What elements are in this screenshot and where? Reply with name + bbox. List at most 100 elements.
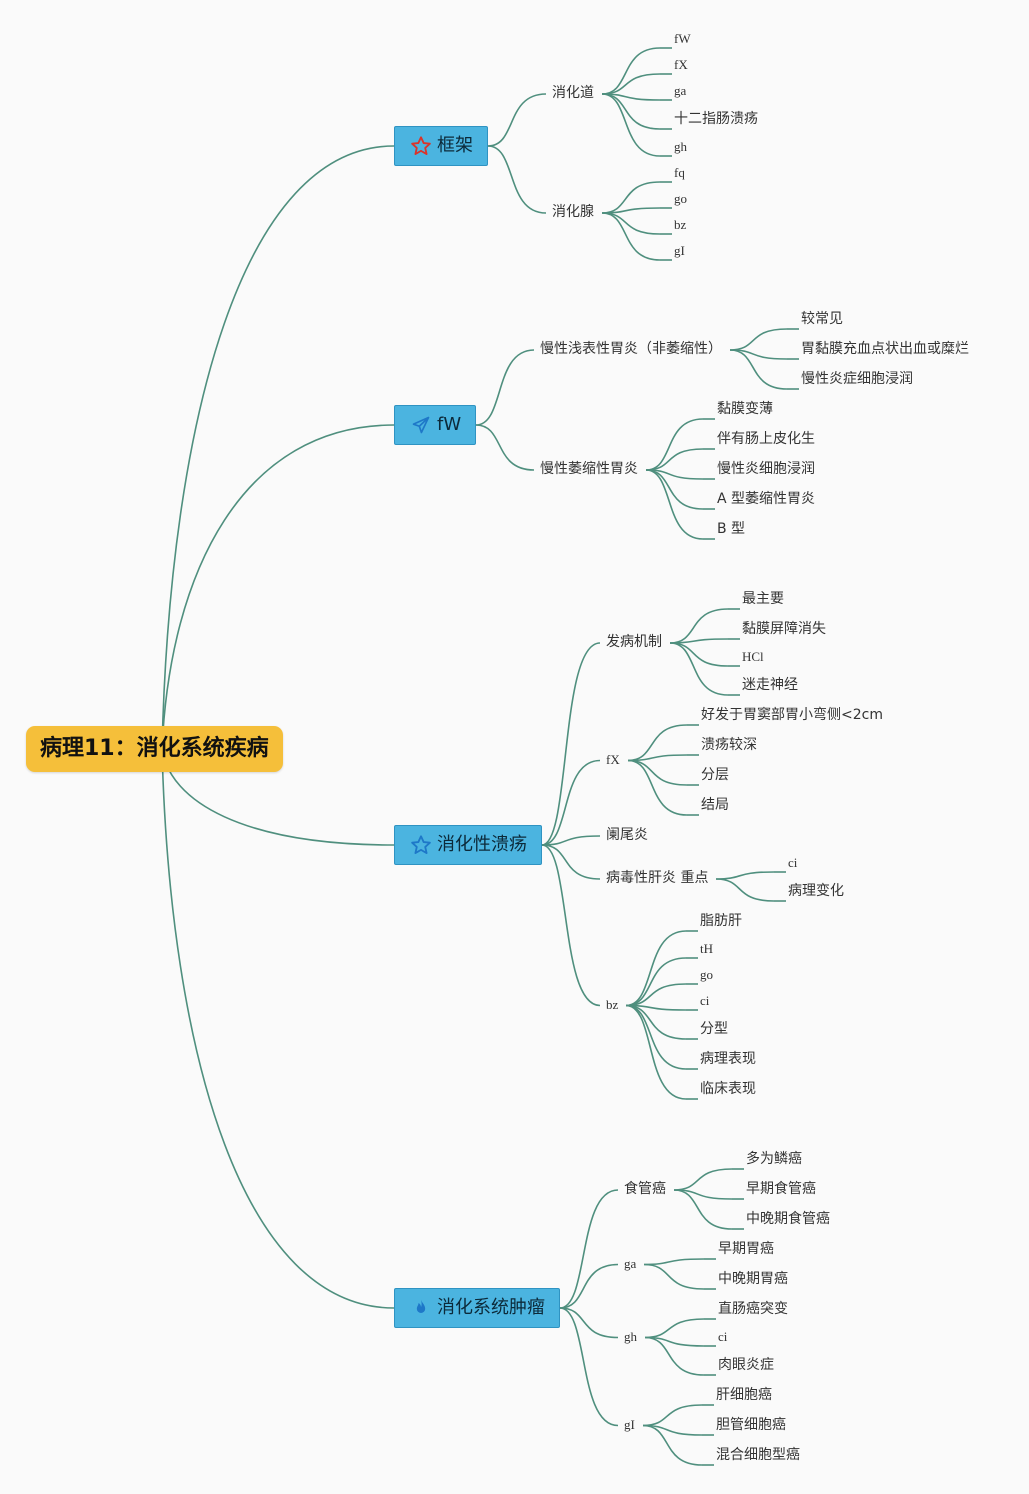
leaf-item[interactable]: ci <box>788 855 798 870</box>
leaf-item[interactable]: 早期胃癌 <box>718 1241 774 1257</box>
leaf-item[interactable]: 胃黏膜充血点状出血或糜烂 <box>801 341 969 357</box>
leaf-item[interactable]: 病理变化 <box>788 883 844 899</box>
leaf-item[interactable]: bz <box>674 217 687 232</box>
branch-digestive-tumors[interactable]: 消化系统肿瘤 <box>394 1288 560 1328</box>
connector-line <box>669 642 729 667</box>
connector-line <box>715 871 775 880</box>
leaf-item[interactable]: 病理表现 <box>700 1051 756 1067</box>
connector-line <box>673 1168 733 1191</box>
leaf-item[interactable]: ga <box>674 83 687 98</box>
connector-line <box>715 878 775 902</box>
leaf-item[interactable]: 脂肪肝 <box>700 913 742 929</box>
leaf-item[interactable]: gh <box>674 139 687 154</box>
connector-line <box>645 469 704 540</box>
topic-digestive-gland[interactable]: 消化腺 <box>552 204 594 220</box>
leaf-item[interactable]: 早期食管癌 <box>746 1181 816 1197</box>
leaf-item[interactable]: 临床表现 <box>700 1081 756 1097</box>
topic-fx[interactable]: fX <box>606 752 620 767</box>
leaf-item[interactable]: 肝细胞癌 <box>716 1387 772 1403</box>
leaf-item[interactable]: fq <box>674 165 685 180</box>
connector-line <box>627 759 688 816</box>
branch-label: 消化系统肿瘤 <box>437 1297 545 1318</box>
leaf-item[interactable]: go <box>674 191 687 206</box>
connector-line <box>161 424 395 750</box>
connector-line <box>642 1424 703 1436</box>
leaf-item[interactable]: 肉眼炎症 <box>718 1357 774 1373</box>
connector-line <box>642 1404 703 1427</box>
leaf-item[interactable]: 多为鳞癌 <box>746 1151 802 1167</box>
star-outline-blue-icon <box>409 834 433 856</box>
connector-line <box>627 759 688 786</box>
branch-peptic-ulcer[interactable]: 消化性溃疡 <box>394 825 542 865</box>
leaf-item[interactable]: fX <box>674 57 688 72</box>
topic-chronic-atrophic-gastritis[interactable]: 慢性萎缩性胃炎 <box>540 461 638 477</box>
connector-line <box>541 759 601 846</box>
connector-line <box>729 349 788 390</box>
leaf-item[interactable]: 较常见 <box>801 311 843 327</box>
leaf-item[interactable]: 黏膜变薄 <box>717 401 773 417</box>
connector-line <box>625 1004 687 1070</box>
leaf-item[interactable]: 分层 <box>701 767 729 783</box>
connector-line <box>601 181 661 214</box>
branch-fw[interactable]: fW <box>394 405 477 445</box>
connector-line <box>487 145 547 214</box>
connector-line <box>643 1258 705 1266</box>
connector-line <box>673 1189 733 1230</box>
leaf-item[interactable]: 黏膜屏障消失 <box>742 621 826 637</box>
topic-digestive-tract[interactable]: 消化道 <box>552 85 594 101</box>
leaf-item[interactable]: 混合细胞型癌 <box>716 1447 800 1463</box>
leaf-item[interactable]: 直肠癌突变 <box>718 1301 788 1317</box>
leaf-item[interactable]: 十二指肠溃疡 <box>674 111 758 127</box>
leaf-item[interactable]: 好发于胃窦部胃小弯侧<2cm <box>701 707 883 723</box>
leaf-item[interactable]: ci <box>700 993 710 1008</box>
connector-line <box>601 207 661 214</box>
topic-pathogenesis[interactable]: 发病机制 <box>606 634 662 650</box>
topic-gi[interactable]: gI <box>624 1417 635 1432</box>
leaf-item[interactable]: 结局 <box>701 797 729 813</box>
leaf-item[interactable]: ci <box>718 1329 728 1344</box>
connector-line <box>642 1424 703 1466</box>
connector-line <box>541 835 601 846</box>
topic-esophageal-cancer[interactable]: 食管癌 <box>624 1181 666 1197</box>
leaf-item[interactable]: 伴有肠上皮化生 <box>717 431 815 447</box>
leaf-item[interactable]: 溃疡较深 <box>701 737 757 753</box>
leaf-item[interactable]: 迷走神经 <box>742 677 798 693</box>
connector-line <box>161 748 395 1309</box>
leaf-item[interactable]: B 型 <box>717 521 746 537</box>
connector-line <box>669 608 729 644</box>
leaf-item[interactable]: HCl <box>742 649 764 664</box>
connector-line <box>645 469 704 480</box>
branch-framework[interactable]: 框架 <box>394 126 488 166</box>
leaf-item[interactable]: 慢性炎细胞浸润 <box>717 461 815 477</box>
topic-chronic-superficial-gastritis[interactable]: 慢性浅表性胃炎（非萎缩性） <box>540 341 722 357</box>
leaf-item[interactable]: tH <box>700 941 713 956</box>
leaf-item[interactable]: fW <box>674 31 691 46</box>
topic-bz[interactable]: bz <box>606 997 619 1012</box>
connector-line <box>559 1263 619 1309</box>
connector-line <box>541 844 601 1007</box>
root-topic[interactable]: 病理11：消化系统疾病 <box>26 726 283 772</box>
topic-gh[interactable]: gh <box>624 1329 637 1344</box>
connector-line <box>625 930 687 1007</box>
leaf-item[interactable]: go <box>700 967 713 982</box>
leaf-item[interactable]: 中晚期胃癌 <box>718 1271 788 1287</box>
connector-line <box>643 1263 705 1290</box>
connector-line <box>601 73 661 95</box>
leaf-item[interactable]: gI <box>674 243 685 258</box>
connector-line <box>601 212 661 261</box>
connector-line <box>669 642 729 696</box>
leaf-item[interactable]: 胆管细胞癌 <box>716 1417 786 1433</box>
leaf-item[interactable]: 中晚期食管癌 <box>746 1211 830 1227</box>
connector-line <box>487 93 547 147</box>
connector-line <box>559 1307 619 1339</box>
flame-icon <box>409 1297 433 1319</box>
topic-appendicitis[interactable]: 阑尾炎 <box>606 827 648 843</box>
leaf-item[interactable]: 最主要 <box>742 591 784 607</box>
leaf-item[interactable]: 慢性炎症细胞浸润 <box>801 371 913 387</box>
leaf-item[interactable]: A 型萎缩性胃炎 <box>717 491 816 507</box>
topic-ga[interactable]: ga <box>624 1256 637 1271</box>
leaf-item[interactable]: 分型 <box>700 1021 728 1037</box>
topic-viral-hepatitis[interactable]: 病毒性肝炎 重点 <box>606 870 709 886</box>
